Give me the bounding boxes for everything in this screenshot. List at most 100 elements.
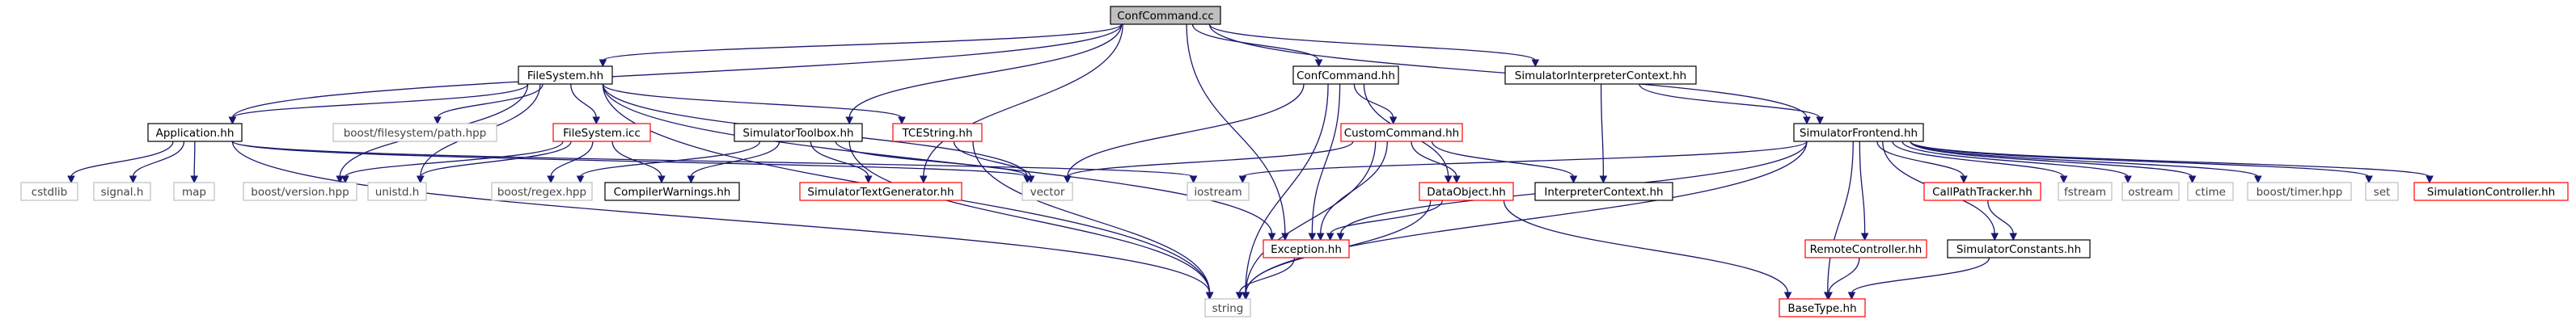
edge-simfrontend_hh-to-boost_timer xyxy=(1910,141,2259,178)
node-label: ConfCommand.cc xyxy=(1117,10,1214,23)
node-interpctx-hh[interactable]: InterpreterContext.hh xyxy=(1534,182,1673,201)
node-application-hh[interactable]: Application.hh xyxy=(147,123,243,142)
node-box xyxy=(2413,182,2569,201)
edge-simfrontend_hh-to-ctime xyxy=(1910,141,2193,178)
node-simfrontend-hh[interactable]: SimulatorFrontend.hh xyxy=(1793,123,1924,142)
node-remotecontroller-hh[interactable]: RemoteController.hh xyxy=(1804,239,1927,258)
node-filesystem-icc[interactable]: FileSystem.icc xyxy=(552,123,651,142)
arrowhead-siminterpctx_hh-to-interpctx_hh xyxy=(1599,175,1608,184)
arrowhead-simfrontend_hh-to-ostream xyxy=(2124,175,2132,184)
node-label: SimulatorTextGenerator.hh xyxy=(807,186,954,199)
edge-siminterpctx_hh-to-interpctx_hh xyxy=(1600,83,1605,178)
edge-simconstants_hh-to-basetype_hh xyxy=(1851,257,1990,294)
node-label: ostream xyxy=(2128,186,2173,199)
node-siminterpctx-hh[interactable]: SimulatorInterpreterContext.hh xyxy=(1504,65,1697,85)
node-box xyxy=(1110,6,1221,25)
arrowhead-simtoolbox_hh-to-boost_regex xyxy=(576,175,585,184)
arrowhead-filesystem_icc-to-unistd_h xyxy=(416,175,425,184)
node-customcommand-hh[interactable]: CustomCommand.hh xyxy=(1340,123,1463,142)
node-confcommand-hh[interactable]: ConfCommand.hh xyxy=(1292,65,1399,85)
edge-simfrontend_hh-to-remotecontroller_hh xyxy=(1859,141,1866,235)
node-callpathtracker-hh[interactable]: CallPathTracker.hh xyxy=(1923,182,2041,201)
node-basetype-hh[interactable]: BaseType.hh xyxy=(1779,298,1866,317)
edge-filesystem_icc-to-unistd_h xyxy=(420,141,572,178)
node-label: SimulatorInterpreterContext.hh xyxy=(1515,69,1686,82)
node-box xyxy=(892,123,983,142)
arrowhead-customcommand_hh-to-vector xyxy=(1063,175,1072,184)
edge-simtoolbox_hh-to-boost_regex xyxy=(579,141,761,178)
node-label: TCEString.hh xyxy=(901,127,972,140)
node-box xyxy=(332,123,497,142)
edge-simfrontend_hh-to-set xyxy=(1910,141,2370,178)
node-box xyxy=(1534,182,1673,201)
node-box xyxy=(734,123,863,142)
edge-customcommand_hh-to-interpctx_hh xyxy=(1431,141,1575,178)
arrowhead-simfrontend_hh-to-simconstants_hh xyxy=(1990,233,1999,242)
edge-confcommand_hh-to-vector xyxy=(1067,83,1305,178)
node-tcestring-hh[interactable]: TCEString.hh xyxy=(892,123,983,142)
edge-simfrontend_hh-to-basetype_hh xyxy=(1827,141,1854,294)
edge-dataobject_hh-to-basetype_hh xyxy=(1503,200,1789,294)
node-box xyxy=(147,123,243,142)
node-label: unistd.h xyxy=(375,186,420,199)
arrowhead-filesystem_hh-to-tcestring_hh xyxy=(898,116,906,125)
node-simconstants-hh[interactable]: SimulatorConstants.hh xyxy=(1947,239,2091,258)
edge-root-to-siminterpctx_hh xyxy=(1208,23,1536,61)
node-label: Exception.hh xyxy=(1271,243,1342,256)
node-label: boost/timer.hpp xyxy=(2257,186,2343,199)
node-label: SimulationController.hh xyxy=(2427,186,2555,199)
arrowhead-remotecontroller_hh-to-basetype_hh xyxy=(1825,292,1833,300)
arrowhead-simconstants_hh-to-basetype_hh xyxy=(1847,292,1856,300)
arrowhead-simfrontend_hh-to-string xyxy=(1241,292,1250,300)
edge-filesystem_icc-to-boost_regex xyxy=(550,141,594,178)
node-simcontroller-hh[interactable]: SimulationController.hh xyxy=(2413,182,2569,201)
edge-root-to-simtoolbox_hh xyxy=(848,23,1123,119)
edge-simfrontend_hh-to-iostream xyxy=(1241,141,1808,178)
node-box xyxy=(518,65,613,85)
node-simtextgen-hh[interactable]: SimulatorTextGenerator.hh xyxy=(799,182,962,201)
node-label: InterpreterContext.hh xyxy=(1544,186,1663,199)
edge-exception_hh-to-string xyxy=(1238,257,1296,294)
node-dataobject-hh[interactable]: DataObject.hh xyxy=(1419,182,1514,201)
node-unistd-h: unistd.h xyxy=(367,182,427,201)
node-iostream: iostream xyxy=(1186,182,1250,201)
node-root[interactable]: ConfCommand.cc xyxy=(1110,6,1221,25)
arrowhead-application_hh-to-iostream xyxy=(1189,175,1198,184)
arrowhead-simfrontend_hh-to-boost_timer xyxy=(2253,175,2262,184)
edge-filesystem_hh-to-tcestring_hh xyxy=(602,83,903,119)
node-label: CallPathTracker.hh xyxy=(1932,186,2032,199)
node-box xyxy=(1804,239,1927,258)
node-map: map xyxy=(173,182,215,201)
node-box xyxy=(1022,182,1073,201)
node-box xyxy=(2247,182,2352,201)
edge-application_hh-to-iostream xyxy=(231,141,1195,178)
arrowhead-confcommand_hh-to-dataobject_hh xyxy=(1444,175,1453,184)
edge-confcommand_hh-to-exception_hh xyxy=(1311,83,1341,235)
arrowhead-simfrontend_hh-to-set xyxy=(2365,175,2373,184)
node-box xyxy=(1504,65,1697,85)
node-box xyxy=(2121,182,2180,201)
edge-application_hh-to-vector xyxy=(231,141,1028,178)
edge-dataobject_hh-to-exception_hh xyxy=(1330,200,1443,235)
edge-simfrontend_hh-to-ostream xyxy=(1901,141,2129,178)
node-filesystem-hh[interactable]: FileSystem.hh xyxy=(518,65,613,85)
node-cstdlib: cstdlib xyxy=(20,182,78,201)
node-box xyxy=(2058,182,2113,201)
node-boost-regex: boost/regex.hpp xyxy=(491,182,593,201)
edge-simfrontend_hh-to-simcontroller_hh xyxy=(1910,141,2430,178)
arrowhead-callpathtracker_hh-to-simconstants_hh xyxy=(2009,233,2018,242)
node-box xyxy=(1947,239,2091,258)
node-compilerwarnings-hh[interactable]: CompilerWarnings.hh xyxy=(604,182,740,201)
node-label: string xyxy=(1212,302,1244,315)
edge-filesystem_hh-to-exception_hh xyxy=(602,83,1273,235)
node-boost-fs-path: boost/filesystem/path.hpp xyxy=(332,123,497,142)
node-label: Application.hh xyxy=(156,127,235,140)
arrowhead-simtoolbox_hh-to-simtextgen_hh xyxy=(864,175,873,184)
node-exception-hh[interactable]: Exception.hh xyxy=(1263,239,1350,258)
arrowhead-filesystem_icc-to-compilerwarnings_hh xyxy=(658,175,666,184)
edge-root-to-application_hh xyxy=(231,23,1123,119)
arrowhead-simfrontend_hh-to-simcontroller_hh xyxy=(2426,175,2434,184)
node-simtoolbox-hh[interactable]: SimulatorToolbox.hh xyxy=(734,123,863,142)
